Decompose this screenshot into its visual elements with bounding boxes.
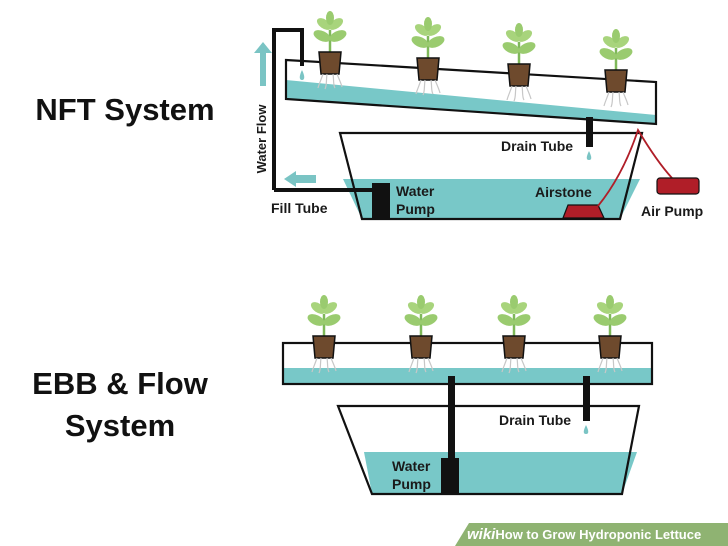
ebb-drain-drop (583, 425, 589, 434)
nft-system-title: NFT System (35, 92, 215, 127)
nft-airstone (562, 204, 605, 219)
nft-water-drop (299, 70, 305, 80)
nft-drain-tube-label: Drain Tube (501, 138, 573, 154)
ebb-water-pump-label-line1: Water (392, 458, 431, 474)
ebb-flow-title: EBB & Flow System (15, 364, 225, 446)
ebb-flow-diagram: Drain Tube Water Pump (281, 293, 654, 496)
ebb-drain-tube-label: Drain Tube (499, 412, 571, 428)
ebb-plant-2 (401, 293, 441, 375)
water-flow-up-arrow-icon (254, 42, 272, 86)
nft-diagram: Water Flow Drain Tube Airstone Air Pump … (254, 9, 703, 221)
nft-plant-4 (596, 27, 636, 109)
ebb-flow-title-line2: System (64, 408, 176, 443)
nft-plant-2 (408, 15, 448, 97)
wikihow-logo: wiki (467, 526, 496, 543)
ebb-flow-title-line1: EBB & Flow (32, 366, 208, 401)
nft-air-line (597, 127, 673, 207)
nft-water-pump-label-line1: Water (396, 183, 435, 199)
ebb-water-pump-label-line2: Pump (392, 476, 431, 492)
fill-tube-label: Fill Tube (271, 200, 328, 216)
nft-grow-channel (284, 58, 658, 126)
fill-tube-left-arrow-icon (284, 171, 316, 187)
ebb-plant-1 (304, 293, 344, 375)
wikihow-banner: wikiHow to Grow Hydroponic Lettuce (455, 523, 728, 546)
airstone-label: Airstone (535, 184, 592, 200)
nft-plant-1 (310, 9, 350, 91)
ebb-plant-4 (590, 293, 630, 375)
ebb-water-pump (441, 458, 459, 494)
nft-water-pump-label-line2: Pump (396, 201, 435, 217)
ebb-fill-tube (448, 376, 455, 458)
nft-drain-tube (586, 117, 593, 147)
air-pump-label: Air Pump (641, 203, 703, 219)
ebb-reservoir (336, 404, 641, 496)
nft-fill-tube (272, 28, 372, 192)
nft-air-pump (656, 177, 700, 195)
ebb-plant-3 (494, 293, 534, 375)
banner-title: How to Grow Hydroponic Lettuce (495, 527, 702, 542)
nft-water-pump (372, 183, 390, 219)
ebb-drain-tube (583, 376, 590, 421)
water-flow-label: Water Flow (254, 104, 269, 174)
ebb-grow-tray (281, 341, 654, 386)
nft-drain-drop (586, 151, 592, 160)
nft-plant-3 (499, 21, 539, 103)
